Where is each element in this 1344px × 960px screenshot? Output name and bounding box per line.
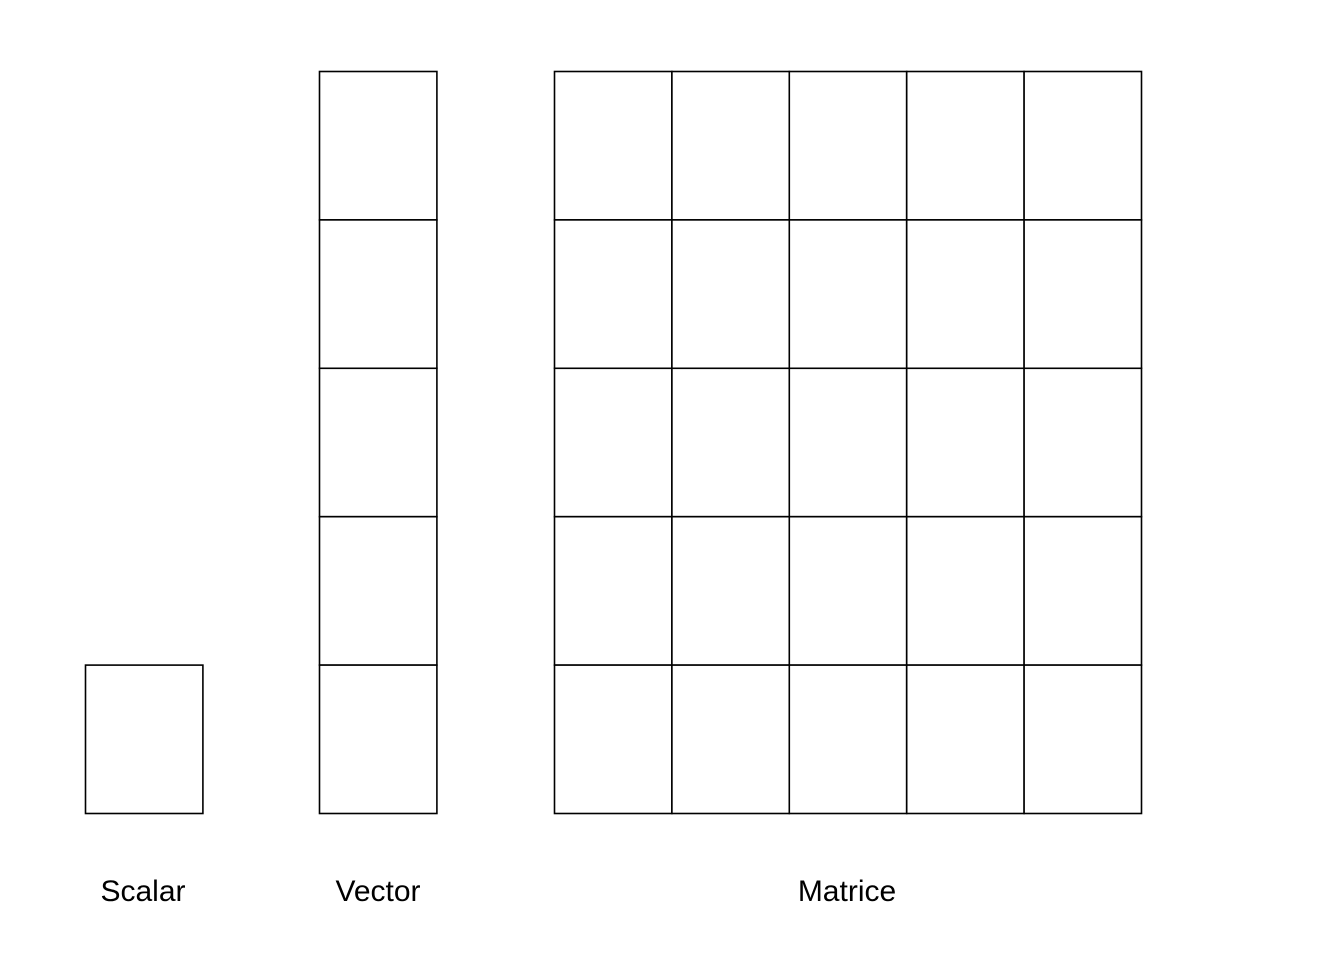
matrix-cell (905, 70, 1025, 221)
matrix-cell (788, 70, 908, 221)
matrix-cell (553, 219, 673, 370)
matrix-cell (905, 219, 1025, 370)
matrix-cell (671, 70, 791, 221)
matrix-cell (788, 219, 908, 370)
scalar-cell (84, 664, 204, 815)
matrix-cell (671, 664, 791, 815)
matrix-cell (1023, 664, 1143, 815)
matrix-cell (1023, 367, 1143, 518)
scalar-label: Scalar (100, 875, 185, 908)
matrix-cell (788, 515, 908, 666)
matrix-cell (905, 664, 1025, 815)
matrix-cell (671, 515, 791, 666)
matrix-cell (905, 515, 1025, 666)
vector-cell (318, 664, 438, 815)
matrix-grid (553, 70, 1143, 815)
matrix-label: Matrice (798, 875, 896, 908)
vector-cell (318, 70, 438, 221)
scalar-grid (84, 664, 204, 815)
matrix-cell (1023, 515, 1143, 666)
matrix-cell (671, 219, 791, 370)
vector-grid (318, 70, 438, 815)
matrix-cell (788, 367, 908, 518)
matrix-cell (905, 367, 1025, 518)
matrix-cell (788, 664, 908, 815)
matrix-cell (553, 515, 673, 666)
matrix-cell (553, 664, 673, 815)
vector-label: Vector (335, 875, 420, 908)
matrix-cell (553, 367, 673, 518)
matrix-cell (671, 367, 791, 518)
matrix-cell (553, 70, 673, 221)
vector-cell (318, 367, 438, 518)
matrix-cell (1023, 219, 1143, 370)
vector-cell (318, 515, 438, 666)
vector-cell (318, 219, 438, 370)
matrix-cell (1023, 70, 1143, 221)
